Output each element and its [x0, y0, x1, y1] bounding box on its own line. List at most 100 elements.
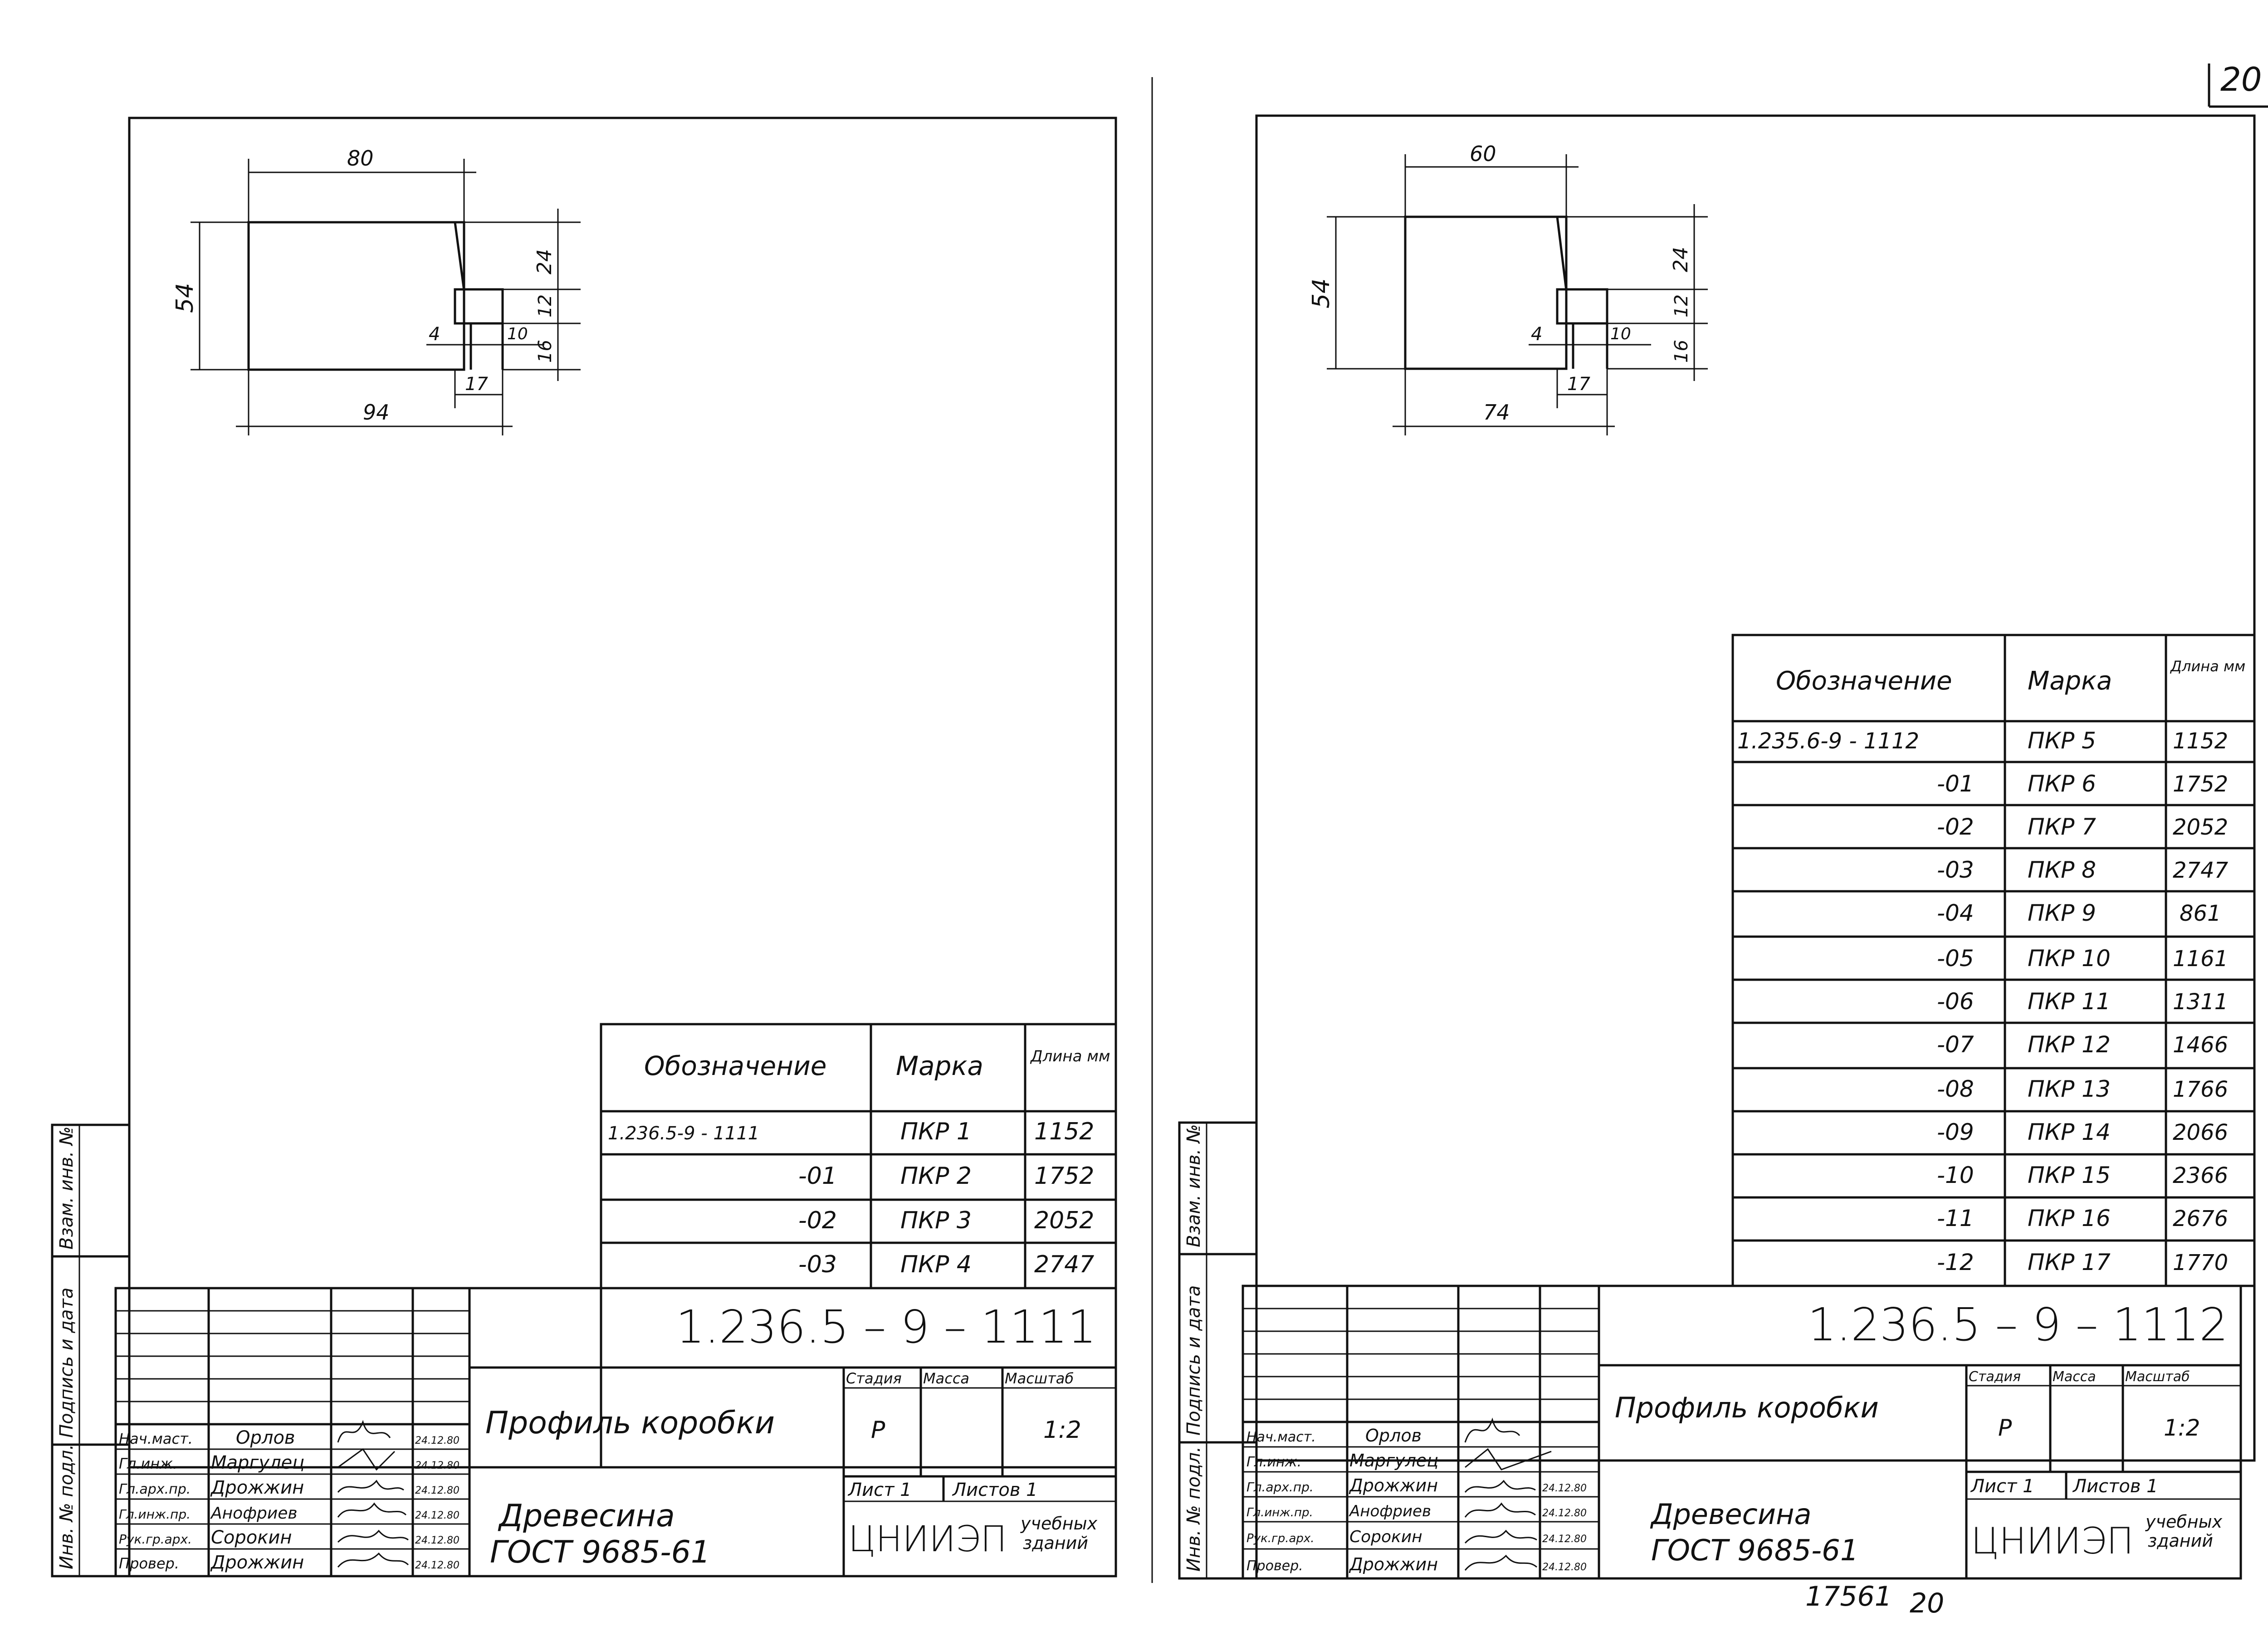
- staff-role: Гл.инж.пр.: [1246, 1506, 1313, 1519]
- signature-icon: [1464, 1417, 1520, 1443]
- sheet-2-dim-top: 60: [1470, 142, 1496, 166]
- sheet-1-org-sub-1: учебных: [1020, 1514, 1098, 1534]
- sheet-2-row-6-mark: ПКР 10: [2028, 945, 2111, 972]
- sheet-2-row-6-length: 1161: [2173, 946, 2228, 972]
- sheet-1-stage-label: Стадия: [846, 1370, 902, 1387]
- sheet-2-row-11-mark: ПКР 15: [2028, 1162, 2111, 1188]
- staff-name: Маргулец: [211, 1452, 305, 1473]
- staff-name: Дрожжин: [210, 1477, 304, 1498]
- staff-name: Сорокин: [211, 1527, 292, 1548]
- sheet-2-dim-bottom: 74: [1483, 400, 1510, 425]
- staff-name: Сорокин: [1349, 1528, 1422, 1546]
- signature-icon: [1464, 1554, 1537, 1571]
- sheet-1-scale-label: Масштаб: [1005, 1370, 1074, 1387]
- sheet-2-row-8-designation: -07: [1937, 1031, 1974, 1058]
- sheet-1-row-4-mark: ПКР 4: [900, 1251, 972, 1278]
- sheet-2-row-9-designation: -08: [1937, 1076, 1974, 1102]
- staff-name: Дрожжин: [1349, 1554, 1438, 1574]
- sheet-1-org: ЦНИИЭП: [848, 1519, 1007, 1560]
- sheet-2-staff: Нач.маст. Орлов Гл.инж. Маргулец Гл.арх.…: [1246, 1426, 1587, 1574]
- sheet-1-spec-table: Обозначение Марка Длина мм 1.236.5-9 - 1…: [600, 1023, 1117, 1469]
- staff-name: Орлов: [1365, 1426, 1422, 1446]
- sheet-1-dim-bottom-small: 17: [465, 374, 488, 395]
- sheet-2-row-13-mark: ПКР 17: [2028, 1249, 2111, 1275]
- sheet-2-material-1: Древесина: [1650, 1498, 1812, 1531]
- sheet-1-sheet-label: Лист 1: [847, 1480, 912, 1500]
- signature-icon: [337, 1420, 391, 1443]
- sheet-2-stage: Р: [1998, 1415, 2012, 1441]
- sheet-2-row-4-mark: ПКР 8: [2028, 857, 2096, 883]
- sheet-2-dim-right-bot: 16: [1671, 340, 1692, 363]
- sheet-1-dim-right-top: 24: [533, 249, 556, 274]
- sheet-2-dim-inner-left: 4: [1531, 324, 1542, 345]
- sheet-1-row-1-designation: 1.236.5-9 - 1111: [608, 1123, 759, 1144]
- sheet-2-doc-code: 1.236.5 – 9 – 1112: [1808, 1298, 2228, 1351]
- sheet-2-row-3-length: 2052: [2173, 815, 2228, 840]
- sheet-2-stamp-vzam: Взам. инв. №: [1183, 1124, 1204, 1247]
- staff-date: 24.12.80: [1542, 1562, 1587, 1573]
- sheet-1-stamp-podpis: Подпись и дата: [56, 1288, 77, 1438]
- sheet-2-dim-right-mid: 12: [1671, 294, 1692, 318]
- archive-number: 17561: [1805, 1581, 1892, 1612]
- sheet-2-row-10-mark: ПКР 14: [2028, 1119, 2111, 1145]
- sheet-1-material-2: ГОСТ 9685-61: [490, 1534, 710, 1570]
- sheet-1-row-2-mark: ПКР 2: [900, 1163, 972, 1190]
- sheet-2-row-10-length: 2066: [2173, 1120, 2228, 1145]
- sheet-2-row-4-length: 2747: [2173, 858, 2229, 883]
- signature-icon: [337, 1502, 407, 1518]
- signature-icon: [1464, 1529, 1537, 1544]
- sheet-2-row-1-mark: ПКР 5: [2028, 728, 2096, 754]
- sheet-1-row-1-length: 1152: [1034, 1118, 1094, 1145]
- sheet-1-title-block: 1.236.5 – 9 – 1111 Профиль коробки Древе…: [114, 1287, 1117, 1578]
- signature-icon: [1465, 1448, 1552, 1470]
- sheet-1-dim-bottom: 94: [363, 400, 390, 425]
- sheet-1-th-length: Длина мм: [1030, 1047, 1110, 1065]
- sheet-2-row-2-designation: -01: [1937, 771, 1974, 797]
- staff-name: Орлов: [236, 1427, 295, 1448]
- signature-icon: [337, 1480, 404, 1493]
- sheet-1-row-1-mark: ПКР 1: [900, 1118, 972, 1145]
- staff-date: 24.12.80: [1542, 1534, 1587, 1545]
- signature-icon: [1464, 1480, 1536, 1493]
- staff-role: Гл.арх.пр.: [1246, 1480, 1314, 1495]
- staff-date: 24.12.80: [415, 1485, 459, 1496]
- sheet-1-dim-right-bot: 16: [535, 340, 556, 363]
- staff-date: 24.12.80: [415, 1560, 459, 1571]
- sheet-2-scale-label: Масштаб: [2125, 1369, 2190, 1385]
- signature-icon: [337, 1552, 409, 1568]
- sheet-2-row-9-mark: ПКР 13: [2028, 1076, 2111, 1102]
- sheet-2-stamp-inv-podl: Инв. № подл.: [1183, 1446, 1204, 1572]
- signature-icon: [1464, 1502, 1536, 1518]
- staff-name: Дрожжин: [210, 1552, 304, 1573]
- staff-role: Гл.инж.пр.: [119, 1507, 191, 1522]
- sheet-2-row-1-designation: 1.235.6-9 - 1112: [1737, 728, 1919, 754]
- sheet-1-profile-drawing: 80 54 24 12 16 4 10 17 94: [171, 146, 581, 435]
- sheet-2-row-7-designation: -06: [1937, 988, 1974, 1015]
- sheet-2-mass-label: Масса: [2053, 1369, 2096, 1385]
- staff-date: 24.12.80: [415, 1435, 459, 1446]
- staff-role: Рук.гр.арх.: [1246, 1532, 1315, 1545]
- sheet-1-th-designation: Обозначение: [644, 1050, 826, 1081]
- sheet-1-org-sub-2: зданий: [1023, 1533, 1088, 1553]
- sheet-2-org-sub-1: учебных: [2145, 1512, 2223, 1532]
- sheet-2-row-7-length: 1311: [2173, 989, 2228, 1015]
- staff-role: Нач.маст.: [119, 1430, 193, 1447]
- sheet-2-dim-bottom-small: 17: [1567, 374, 1590, 395]
- sheet-2-row-5-designation: -04: [1937, 900, 1974, 926]
- sheet-1: Инв. № подл. Подпись и дата Взам. инв. №: [51, 117, 1117, 1578]
- sheet-2-th-designation: Обозначение: [1776, 666, 1952, 696]
- sheet-2-spec-table: Обозначение Марка Длина мм 1.235.6-9 - 1…: [1731, 634, 2256, 1287]
- sheet-2-row-4-designation: -03: [1937, 857, 1974, 883]
- sheet-1-dim-top: 80: [347, 146, 374, 171]
- sheet-1-stamp-vzam: Взам. инв. №: [56, 1126, 77, 1250]
- sheet-2-th-length: Длина мм: [2170, 658, 2245, 675]
- sheet-1-row-3-designation: -02: [798, 1207, 837, 1234]
- signature-icon: [337, 1448, 396, 1471]
- sheet-1-sheets-label: Листов 1: [952, 1480, 1038, 1500]
- staff-date: 24.12.80: [1542, 1508, 1587, 1519]
- sheet-2-row-7-mark: ПКР 11: [2028, 988, 2111, 1015]
- staff-name: Дрожжин: [1349, 1475, 1438, 1495]
- sheet-2-org: ЦНИИЭП: [1971, 1520, 2134, 1562]
- staff-date: 24.12.80: [1542, 1483, 1587, 1494]
